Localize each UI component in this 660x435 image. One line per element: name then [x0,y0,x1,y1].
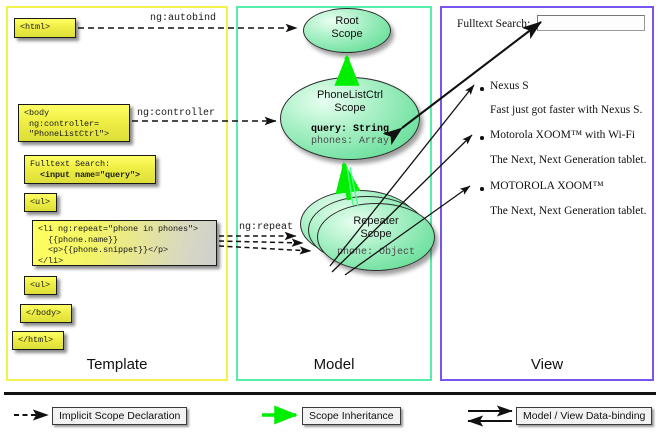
code-text-line3: "PhoneListCtrl"> [24,129,110,139]
view-phone-name: Motorola XOOM™ with Wi-Fi [490,129,636,141]
view-phone-snippet: The Next, Next Generation tablet. [490,154,647,166]
scope-prop-phones: phones: Array [310,136,389,147]
code-text-line1: Fulltext Search: [30,159,111,169]
scope-repeater: Repeater Scope phone: Object [317,203,435,271]
legend-item-model-view-data-binding: Model / View Data-binding [516,407,653,425]
view-bullet [480,87,484,91]
view-search-label: Fulltext Search: [457,18,531,30]
code-box-html-close: </html> [12,331,64,350]
code-text: <ul> [30,280,51,290]
view-phone-name: MOTOROLA XOOM™ [490,180,604,192]
code-text-line2: <input name="query"> [30,169,141,180]
code-text-line2: ng:controller= [24,118,100,129]
view-phone-snippet: The Next, Next Generation tablet. [490,205,647,217]
code-box-fulltext-search: Fulltext Search: <input name="query"> [24,155,156,184]
code-box-ul-close: <ul> [24,276,57,295]
legend-label: Implicit Scope Declaration [59,410,181,422]
scope-prop-phone: phone: Object [336,247,415,258]
legend-label: Scope Inheritance [309,410,394,422]
view-phone-snippet: Fast just got faster with Nexus S. [490,104,643,116]
legend-item-implicit-scope-declaration: Implicit Scope Declaration [52,407,188,425]
scope-title-line1: Root [335,15,359,27]
scope-prop-query: query: String [310,124,389,135]
code-text-line2: {{phone.name}} [38,234,119,245]
code-box-html-open: <html> [14,18,76,38]
view-bullet [480,187,484,191]
view-phone-name: Nexus S [490,80,529,92]
column-label-view: View [530,356,564,373]
code-text-line3: <p>{{phone.snippet}}</p> [38,245,169,255]
code-text: </body> [26,308,62,318]
code-box-li-repeat: <li ng:repeat="phone in phones"> {{phone… [32,220,217,266]
connector-label-ng-autobind: ng:autobind [150,13,217,24]
legend-item-scope-inheritance: Scope Inheritance [302,407,401,425]
scope-title-line1: PhoneListCtrl [316,89,384,101]
scope-phonelistctrl: PhoneListCtrl Scope query: String phones… [280,77,420,160]
column-view: View [440,6,654,381]
code-text: <html> [20,22,51,32]
connector-label-ng-controller: ng:controller [137,108,216,119]
view-search-input[interactable] [537,15,645,31]
view-bullet [480,136,484,140]
scope-root: Root Scope [303,8,391,53]
scope-title-line2: Scope [331,28,363,40]
legend-label: Model / View Data-binding [523,410,646,422]
code-text: </html> [18,335,54,345]
code-box-body-open: <body ng:controller= "PhoneListCtrl"> [18,104,130,142]
column-label-template: Template [86,356,148,373]
scope-title-line2: Scope [360,228,392,240]
code-text-line1: <li ng:repeat="phone in phones"> [38,224,199,234]
column-label-model: Model [313,356,355,373]
code-text: <ul> [30,197,51,207]
code-box-body-close: </body> [20,304,72,323]
scope-title-line2: Scope [334,102,366,114]
legend-divider [4,392,656,395]
code-text-line4: </li> [38,255,64,266]
connector-label-ng-repeat: ng:repeat [239,222,294,233]
scope-title-line1: Repeater [353,215,399,227]
code-text-line1: <body [24,108,50,118]
code-box-ul-open: <ul> [24,193,57,212]
